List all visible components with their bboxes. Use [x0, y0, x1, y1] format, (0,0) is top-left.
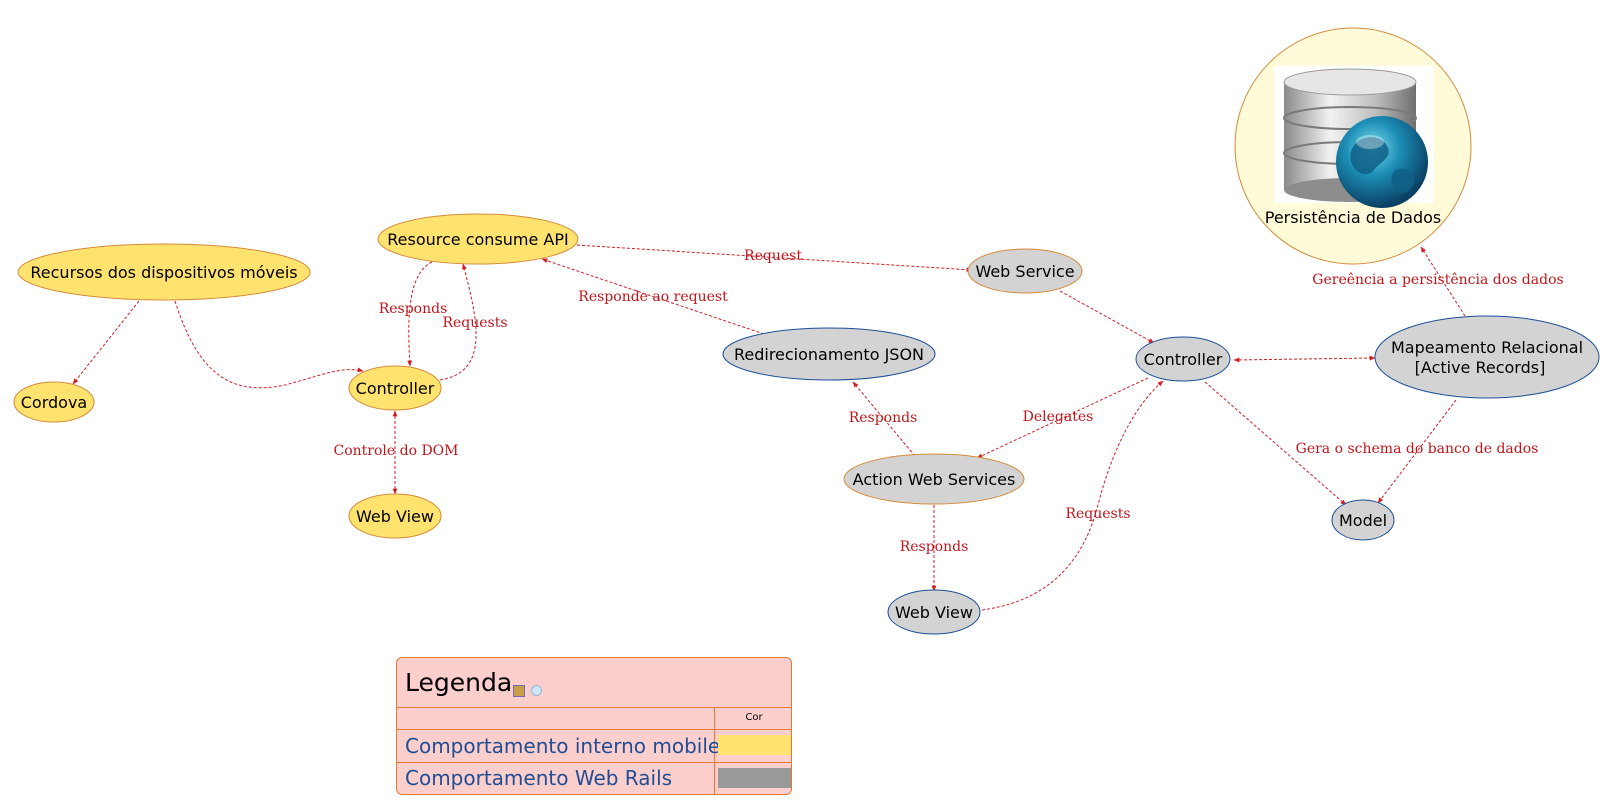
node-resource-api-label: Resource consume API — [387, 230, 569, 249]
edge-webservice-controller — [1059, 290, 1155, 344]
node-controller-mobile-label: Controller — [356, 379, 435, 398]
legend-divider — [397, 729, 791, 730]
node-mapeamento-label-2: [Active Records] — [1415, 358, 1546, 377]
node-mapeamento[interactable]: Mapeamento Relacional [Active Records] — [1374, 315, 1600, 399]
legend: Legenda Cor Comportamento interno mobile… — [396, 657, 792, 795]
edge-label-request: Request — [744, 248, 802, 264]
node-web-service-label: Web Service — [975, 262, 1074, 281]
legend-divider — [397, 762, 791, 763]
node-persistencia-label: Persistência de Dados — [1265, 208, 1442, 227]
edge-aws-json-responds — [852, 381, 916, 457]
legend-title: Legenda — [405, 668, 513, 697]
edges — [72, 244, 1466, 611]
edge-label-requests-ctrl-api: Requests — [442, 315, 507, 331]
node-webview-mobile-label: Web View — [356, 507, 434, 526]
node-controller-rails-label: Controller — [1144, 350, 1223, 369]
node-controller-mobile[interactable]: Controller — [348, 365, 442, 411]
node-web-service[interactable]: Web Service — [967, 248, 1083, 294]
node-controller-rails[interactable]: Controller — [1135, 336, 1231, 382]
node-cordova[interactable]: Cordova — [13, 381, 95, 423]
legend-swatch-mobile — [718, 735, 791, 755]
node-webview-mobile[interactable]: Web View — [348, 493, 442, 539]
node-cordova-label: Cordova — [21, 393, 87, 412]
edge-api-webservice — [576, 244, 973, 273]
node-persistencia[interactable]: Persistência de Dados — [1234, 27, 1472, 265]
edge-label-responds-aws-webview: Responds — [900, 539, 969, 555]
node-webview-rails-label: Web View — [895, 603, 973, 622]
edge-label-controle-dom: Controle do DOM — [334, 443, 459, 459]
edge-json-api — [541, 258, 765, 335]
edge-label-responds-aws-json: Responds — [849, 410, 918, 426]
legend-column-header: Cor — [745, 712, 763, 723]
node-resource-api[interactable]: Resource consume API — [377, 213, 579, 265]
legend-divider — [397, 707, 791, 708]
node-webview-rails[interactable]: Web View — [887, 589, 981, 635]
node-recursos-label: Recursos dos dispositivos móveis — [30, 263, 297, 282]
node-mapeamento-label-1: Mapeamento Relacional — [1391, 338, 1583, 357]
edge-mapeamento-model — [1377, 399, 1457, 504]
node-redirecionamento-json-label: Redirecionamento JSON — [734, 345, 924, 364]
edge-labels: Responds Requests Controle do DOM Reques… — [334, 248, 1564, 555]
edge-controller-mapeamento — [1233, 355, 1376, 363]
info-icon[interactable] — [531, 685, 542, 696]
legend-icons — [513, 680, 542, 699]
legend-row-label: Comportamento interno mobile — [405, 734, 721, 758]
edge-label-delegates: Delegates — [1023, 409, 1094, 425]
chart-icon[interactable] — [513, 684, 525, 697]
node-action-web-services-label: Action Web Services — [853, 470, 1016, 489]
edge-label-requests-webview-ctrl: Requests — [1065, 506, 1130, 522]
node-action-web-services[interactable]: Action Web Services — [843, 453, 1025, 505]
edge-recursos-cordova — [72, 300, 140, 385]
edge-mapeamento-persistencia — [1420, 246, 1466, 317]
edge-api-controller-responds — [407, 261, 433, 367]
node-redirecionamento-json[interactable]: Redirecionamento JSON — [722, 327, 936, 381]
edge-label-responds-api-ctrl: Responds — [379, 301, 448, 317]
legend-swatch-rails — [718, 768, 791, 788]
edge-controller-aws-delegates — [976, 377, 1149, 459]
edge-label-gera-schema: Gera o schema do banco de dados — [1296, 441, 1539, 457]
edge-webview-controller-requests — [981, 380, 1164, 611]
edge-label-responde-ao-request: Responde ao request — [578, 289, 728, 305]
database-globe-icon — [1283, 68, 1428, 208]
edge-recursos-controller — [174, 300, 364, 389]
edge-controller-model — [1204, 381, 1347, 506]
node-model-label: Model — [1339, 511, 1387, 530]
node-recursos[interactable]: Recursos dos dispositivos móveis — [17, 243, 311, 301]
edge-label-gerencia-persistencia: Gereência a persistência dos dados — [1312, 272, 1563, 288]
node-model[interactable]: Model — [1331, 499, 1395, 541]
legend-column-divider — [714, 707, 715, 795]
edge-controller-api-requests — [439, 263, 477, 381]
legend-row-label: Comportamento Web Rails — [405, 766, 673, 790]
